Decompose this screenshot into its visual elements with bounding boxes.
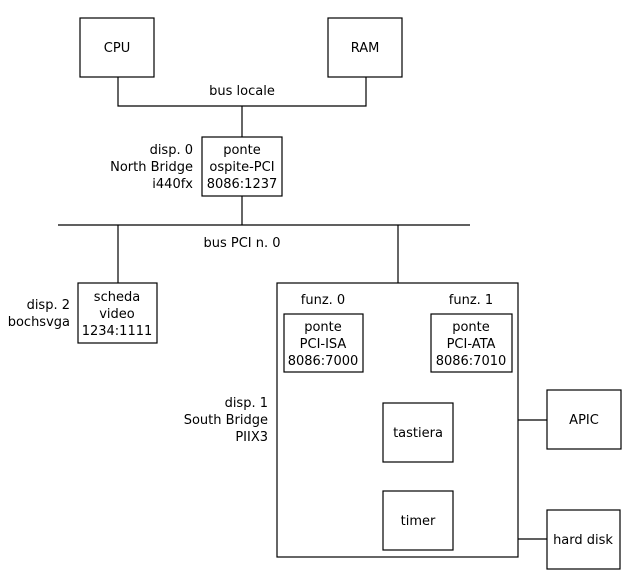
vga-line-3: 1234:1111 — [82, 324, 153, 339]
host-pci-bridge-box — [201, 136, 283, 197]
pci-ata-bridge-line-3: 8086:7010 — [436, 354, 507, 369]
vga-device-label-1: disp. 2 — [27, 298, 70, 313]
keyboard-box — [382, 402, 454, 463]
north-bridge-label-3: i440fx — [152, 177, 193, 192]
timer-node: timer — [382, 490, 454, 551]
vga-line-1: scheda — [94, 290, 140, 305]
ram-box — [327, 17, 403, 78]
host-pci-bridge-line-1: ponte — [223, 143, 261, 158]
vga-box — [77, 282, 158, 344]
hard-disk-box — [546, 509, 621, 570]
cpu-node: CPU — [79, 17, 155, 78]
pci-isa-bridge-node: ponte PCI-ISA 8086:7000 — [283, 313, 364, 373]
timer-label: timer — [401, 514, 436, 529]
pci-ata-bridge-node: ponte PCI-ATA 8086:7010 — [430, 313, 513, 373]
pci-isa-bridge-line-3: 8086:7000 — [288, 354, 359, 369]
host-pci-bridge-line-2: ospite-PCI — [209, 160, 274, 175]
pci-ata-bridge-box — [430, 313, 513, 373]
pci-isa-bridge-line-1: ponte — [304, 320, 342, 335]
host-pci-bridge-node: ponte ospite-PCI 8086:1237 — [201, 136, 283, 197]
func1-label: funz. 1 — [449, 293, 493, 308]
keyboard-node: tastiera — [382, 402, 454, 463]
hard-disk-label: hard disk — [553, 533, 613, 548]
timer-box — [382, 490, 454, 551]
pci-isa-bridge-line-2: PCI-ISA — [300, 337, 347, 352]
host-pci-bridge-line-3: 8086:1237 — [207, 177, 278, 192]
vga-line-2: video — [99, 307, 135, 322]
local-bus-label: bus locale — [209, 84, 275, 99]
func0-label: funz. 0 — [301, 293, 345, 308]
pci-isa-bridge-box — [283, 313, 364, 373]
vga-node: scheda video 1234:1111 — [77, 282, 158, 344]
apic-box — [546, 389, 622, 450]
south-bridge-label-3: PIIX3 — [235, 430, 268, 445]
pci-ata-bridge-line-1: ponte — [452, 320, 490, 335]
hard-disk-node: hard disk — [546, 509, 621, 570]
ram-label: RAM — [351, 41, 380, 56]
north-bridge-label-2: North Bridge — [110, 160, 193, 175]
pci-ata-bridge-line-2: PCI-ATA — [447, 337, 496, 352]
north-bridge-label-1: disp. 0 — [150, 143, 193, 158]
apic-node: APIC — [546, 389, 622, 450]
cpu-label: CPU — [104, 41, 130, 56]
keyboard-label: tastiera — [393, 426, 443, 441]
cpu-box — [79, 17, 155, 78]
south-bridge-label-1: disp. 1 — [225, 396, 268, 411]
pci-bus-label: bus PCI n. 0 — [203, 236, 280, 251]
apic-label: APIC — [569, 413, 599, 428]
south-bridge-label-2: South Bridge — [184, 413, 268, 428]
ram-node: RAM — [327, 17, 403, 78]
vga-device-label-2: bochsvga — [8, 315, 70, 330]
